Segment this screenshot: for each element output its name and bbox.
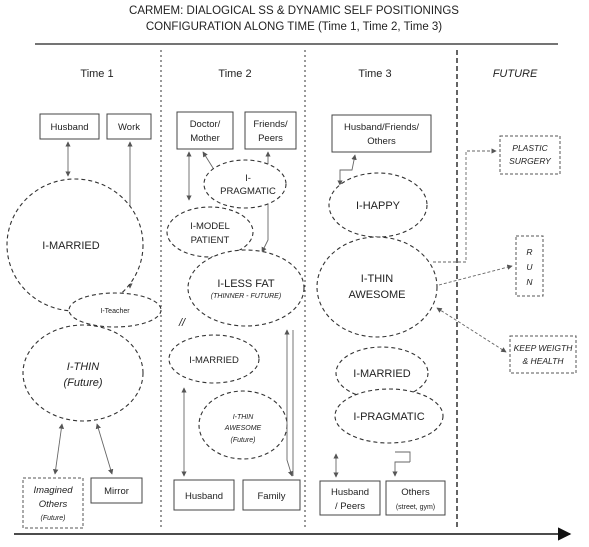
i-thin-ellipse-t1 — [22, 324, 144, 422]
imagined-label-1: Imagined — [33, 485, 73, 496]
pragmatic-label-1: I- — [245, 173, 251, 184]
doctor-mother-box-t2 — [176, 111, 234, 150]
separator-slashes: // — [178, 317, 186, 329]
arrow-to-keep-weight — [436, 307, 507, 353]
column-time-2: Time 2 — [218, 68, 251, 80]
less-fat-label: I-LESS FAT — [217, 278, 275, 290]
arrow-to-run — [438, 264, 513, 286]
friends-label-2: Peers — [258, 133, 283, 144]
husband-label-t1: Husband — [50, 122, 88, 133]
run-letter-r: R — [526, 247, 532, 257]
husband-friends-others-box-t3 — [331, 114, 432, 153]
arrow-lessfat-family-t2 — [284, 329, 294, 477]
work-label-t1: Work — [118, 122, 140, 133]
thin-label-2-t3: AWESOME — [348, 289, 405, 301]
pragmatic-label-t3: I-PRAGMATIC — [353, 411, 424, 423]
thin-label-1-t3: I-THIN — [361, 273, 393, 285]
family-box-t2 — [242, 479, 301, 511]
arrow-to-plastic-surgery — [433, 148, 497, 263]
arrow-others-t3 — [392, 461, 410, 477]
plastic-surgery-box — [499, 135, 561, 175]
model-label-1: I-MODEL — [190, 221, 230, 232]
husband-peers-box-t3 — [319, 480, 381, 516]
imagined-others-box-t1 — [22, 477, 84, 529]
husband-label-t2: Husband — [185, 491, 223, 502]
i-teacher-ellipse-t1 — [68, 292, 162, 328]
i-married-label-t1: I-MARRIED — [42, 240, 100, 252]
keep-weight-box — [509, 335, 577, 374]
line-others-t3 — [395, 451, 411, 462]
arrow-hfo-happy-t3 — [337, 154, 357, 186]
thin-label-3-t2: (Future) — [231, 437, 256, 444]
hp-label-2: / Peers — [335, 501, 365, 512]
hp-label-1: Husband — [331, 487, 369, 498]
mirror-box-t1 — [90, 477, 143, 504]
doctor-label-1: Doctor/ — [190, 119, 221, 130]
others-box-t3 — [385, 480, 446, 516]
column-time-1: Time 1 — [80, 68, 113, 80]
hfo-label-1: Husband/Friends/ — [344, 122, 419, 133]
husband-box-t2 — [173, 479, 235, 511]
i-model-patient-ellipse-t2 — [166, 206, 254, 258]
married-label-t3: I-MARRIED — [353, 368, 411, 380]
keep-label-1: KEEP WEIGTH — [514, 343, 574, 353]
family-label-t2: Family — [258, 491, 286, 502]
imagined-label-3: (Future) — [41, 515, 66, 522]
mirror-label-t1: Mirror — [104, 486, 129, 497]
column-future: FUTURE — [493, 68, 538, 80]
keep-label-2: & HEALTH — [523, 356, 565, 366]
others-label-1: Others — [401, 487, 430, 498]
plastic-label-2: SURGERY — [509, 156, 552, 166]
i-pragmatic-ellipse-t2 — [203, 159, 287, 209]
friends-peers-box-t2 — [244, 111, 297, 150]
hfo-label-2: Others — [367, 136, 396, 147]
imagined-label-2: Others — [39, 499, 68, 510]
work-box-t1 — [106, 113, 152, 140]
model-label-2: PATIENT — [191, 235, 230, 246]
thin-label-2-t2: AWESOME — [224, 425, 262, 432]
i-teacher-label-t1: I-Teacher — [100, 308, 130, 315]
married-label-t2: I-MARRIED — [189, 355, 239, 366]
title-line-2: CONFIGURATION ALONG TIME (Time 1, Time 2… — [146, 21, 442, 33]
column-time-3: Time 3 — [358, 68, 391, 80]
run-letter-n: N — [526, 277, 533, 287]
arrow-thin-mirror-t1 — [95, 423, 114, 475]
title-line-1: CARMEM: DIALOGICAL SS & DYNAMIC SELF POS… — [129, 5, 459, 17]
run-letter-u: U — [526, 262, 533, 272]
pragmatic-label-2: PRAGMATIC — [220, 186, 276, 197]
thin-label-1-t2: I-THIN — [233, 414, 255, 421]
i-thin-label-t1: I-THIN — [67, 361, 99, 373]
i-married-ellipse-t2 — [168, 334, 260, 384]
friends-label-1: Friends/ — [253, 119, 288, 130]
happy-label-t3: I-HAPPY — [356, 200, 401, 212]
i-pragmatic-ellipse-t3 — [334, 388, 444, 444]
less-fat-sub-label: (THINNER - FUTURE) — [211, 293, 281, 300]
run-box — [515, 235, 544, 297]
others-label-2: (street, gym) — [396, 504, 435, 511]
i-less-fat-ellipse-t2 — [187, 249, 305, 327]
arrow-thin-imagined-t1 — [52, 423, 65, 475]
husband-box-t1 — [39, 113, 100, 140]
plastic-label-1: PLASTIC — [512, 143, 548, 153]
doctor-label-2: Mother — [190, 133, 220, 144]
i-thin-future-label-t1: (Future) — [63, 377, 102, 389]
i-thin-awesome-ellipse-t3 — [316, 236, 438, 338]
